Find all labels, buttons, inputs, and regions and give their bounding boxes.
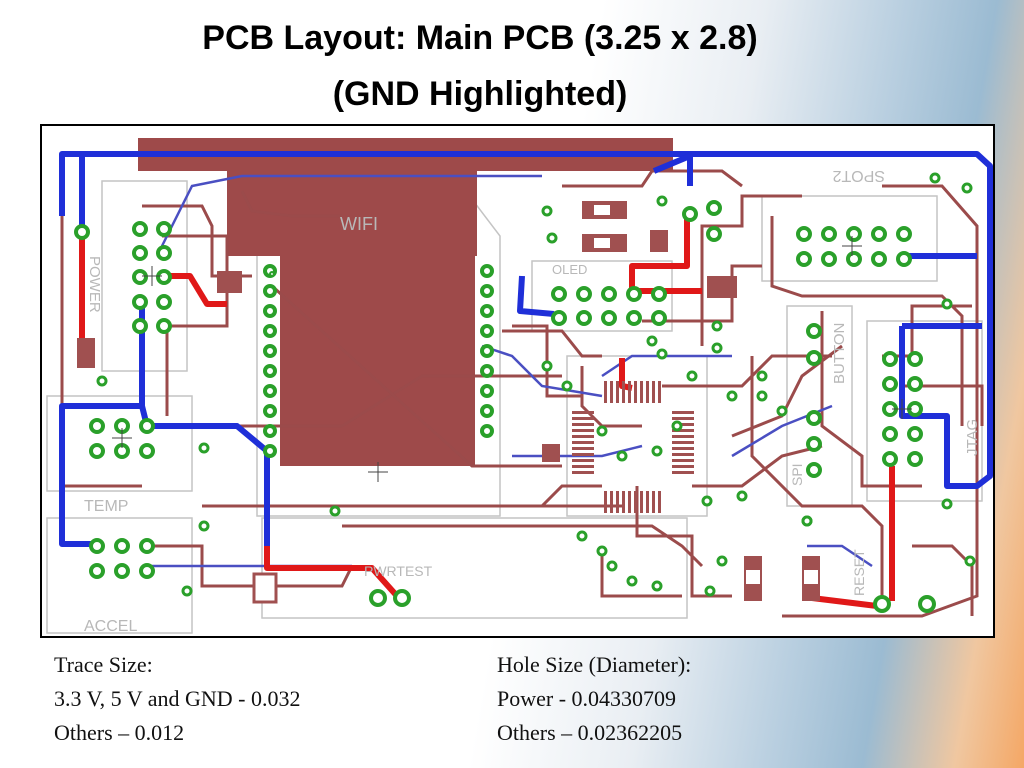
hole-size-notes: Hole Size (Diameter): Power - 0.04330709…: [497, 648, 691, 750]
vias: [96, 172, 976, 597]
origin-marks: [112, 236, 912, 482]
slide-title-line2: (GND Highlighted): [332, 75, 628, 113]
label-spi: SPI: [789, 463, 805, 486]
label-wifi: WIFI: [340, 214, 378, 234]
ground-traces: [59, 151, 993, 547]
label-jtag: JTAG: [964, 419, 981, 456]
trace-size-notes: Trace Size: 3.3 V, 5 V and GND - 0.032 O…: [54, 648, 301, 750]
label-button: BUTTON: [831, 323, 848, 384]
label-oled: OLED: [552, 262, 587, 277]
signal-traces: [60, 169, 984, 618]
hole-size-power: Power - 0.04330709: [497, 686, 677, 711]
silkscreen-labels: WIFI OLED SPOT2 POWER BUTTON JTAG SPI RE…: [84, 167, 981, 635]
label-spot2: SPOT2: [832, 167, 885, 184]
trace-size-heading: Trace Size:: [54, 652, 153, 677]
smd-components: [77, 201, 820, 604]
through-hole-pads: [74, 200, 936, 613]
hole-size-others: Others – 0.02362205: [497, 720, 683, 745]
hole-size-heading: Hole Size (Diameter):: [497, 652, 692, 677]
label-power: POWER: [86, 256, 103, 313]
qfp-chip: [572, 381, 694, 513]
label-temp: TEMP: [84, 498, 128, 515]
slide-title-line1: PCB Layout: Main PCB (3.25 x 2.8): [202, 19, 758, 57]
trace-size-others: Others – 0.012: [54, 720, 185, 745]
pcb-layout-drawing: WIFI OLED SPOT2 POWER BUTTON JTAG SPI RE…: [46, 138, 993, 635]
trace-size-power: 3.3 V, 5 V and GND - 0.032: [54, 686, 301, 711]
label-accel: ACCEL: [84, 618, 137, 635]
pcb-layout-board: WIFI OLED SPOT2 POWER BUTTON JTAG SPI RE…: [40, 124, 995, 638]
label-reset: RESET: [851, 549, 867, 596]
label-pwrtest: PWRTEST: [364, 563, 433, 579]
